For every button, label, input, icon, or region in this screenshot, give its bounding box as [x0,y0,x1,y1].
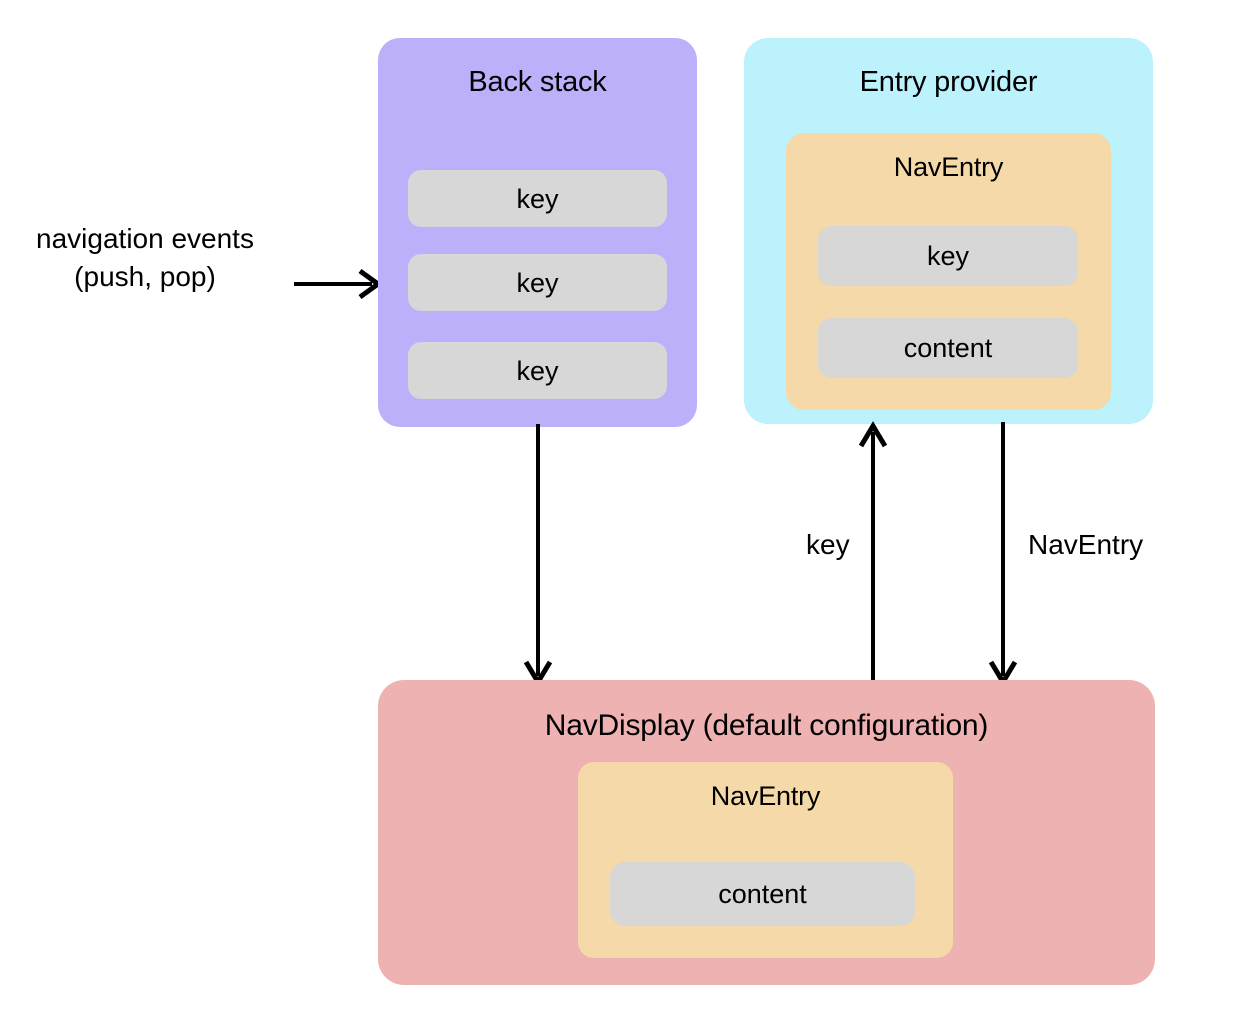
arrow-entry-provider-to-nav-display [988,422,1018,687]
arrow-navigation-events-to-back-stack [294,268,383,300]
nav-display-nav-entry: NavEntry [578,762,953,958]
back-stack-title: Back stack [468,66,607,98]
arrow-back-stack-to-nav-display [523,424,553,687]
back-stack-key-slot: key [408,342,667,399]
navigation-events-line2: (push, pop) [74,261,216,292]
arrow-nav-display-to-entry-provider [858,421,888,686]
nav-display-title: NavDisplay (default configuration) [544,709,989,742]
navigation-events-line1: navigation events [36,223,254,254]
entry-provider-nav-entry-content-slot: content [818,318,1078,378]
edge-label-naventry: NavEntry [1028,529,1144,560]
entry-provider-title: Entry provider [859,66,1038,98]
nav-display-nav-entry-content-slot: content [610,862,915,926]
navigation-events-label: navigation events (push, pop) [10,220,280,296]
back-stack-key-slot: key [408,170,667,227]
entry-provider-nav-entry-key-slot: key [818,226,1078,286]
back-stack-key-slot: key [408,254,667,311]
nav-display-nav-entry-title: NavEntry [710,781,821,811]
entry-provider-nav-entry-title: NavEntry [893,152,1004,182]
edge-label-key: key [806,529,850,560]
